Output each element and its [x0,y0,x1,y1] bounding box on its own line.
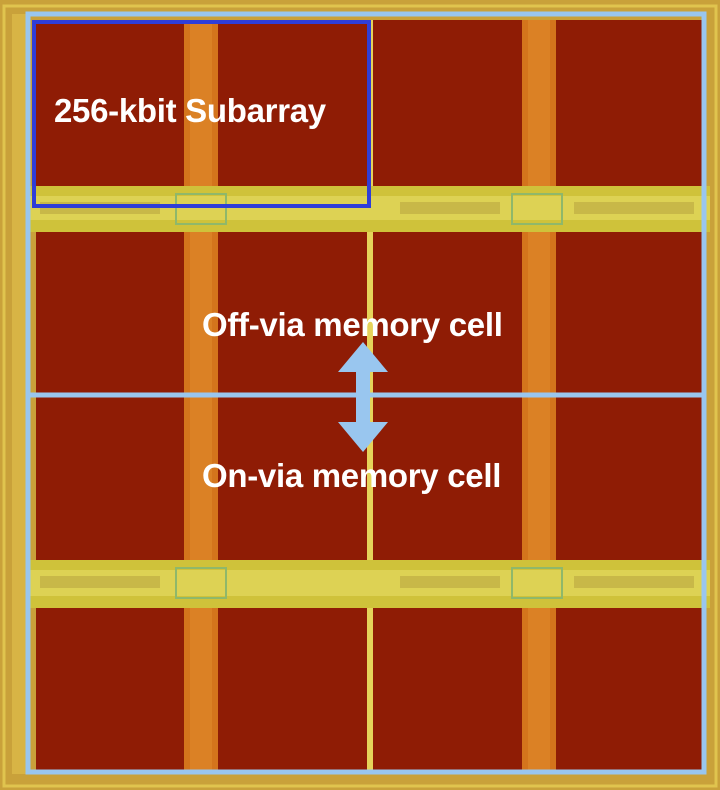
array-block [556,608,706,770]
array-block [372,20,522,190]
off-via-label: Off-via memory cell [202,306,503,343]
subarray-label: 256-kbit Subarray [54,92,326,129]
decoder-block [511,193,563,225]
array-block [36,608,184,770]
periphery-segment [400,202,500,214]
subarray-outline [32,20,371,208]
die-edge [2,4,718,788]
decoder-block [175,567,227,599]
array-block [556,20,706,190]
array-block [218,608,368,770]
array-block [372,608,522,770]
periphery-segment [40,576,160,588]
periphery-segment [574,202,694,214]
double-arrow-icon [338,342,388,452]
array-block [36,20,184,190]
on-via-label: On-via memory cell [202,457,502,494]
periphery-segment [400,576,500,588]
array-block [218,20,368,190]
periphery-segment [574,576,694,588]
decoder-block [175,193,227,225]
decoder-block [511,567,563,599]
